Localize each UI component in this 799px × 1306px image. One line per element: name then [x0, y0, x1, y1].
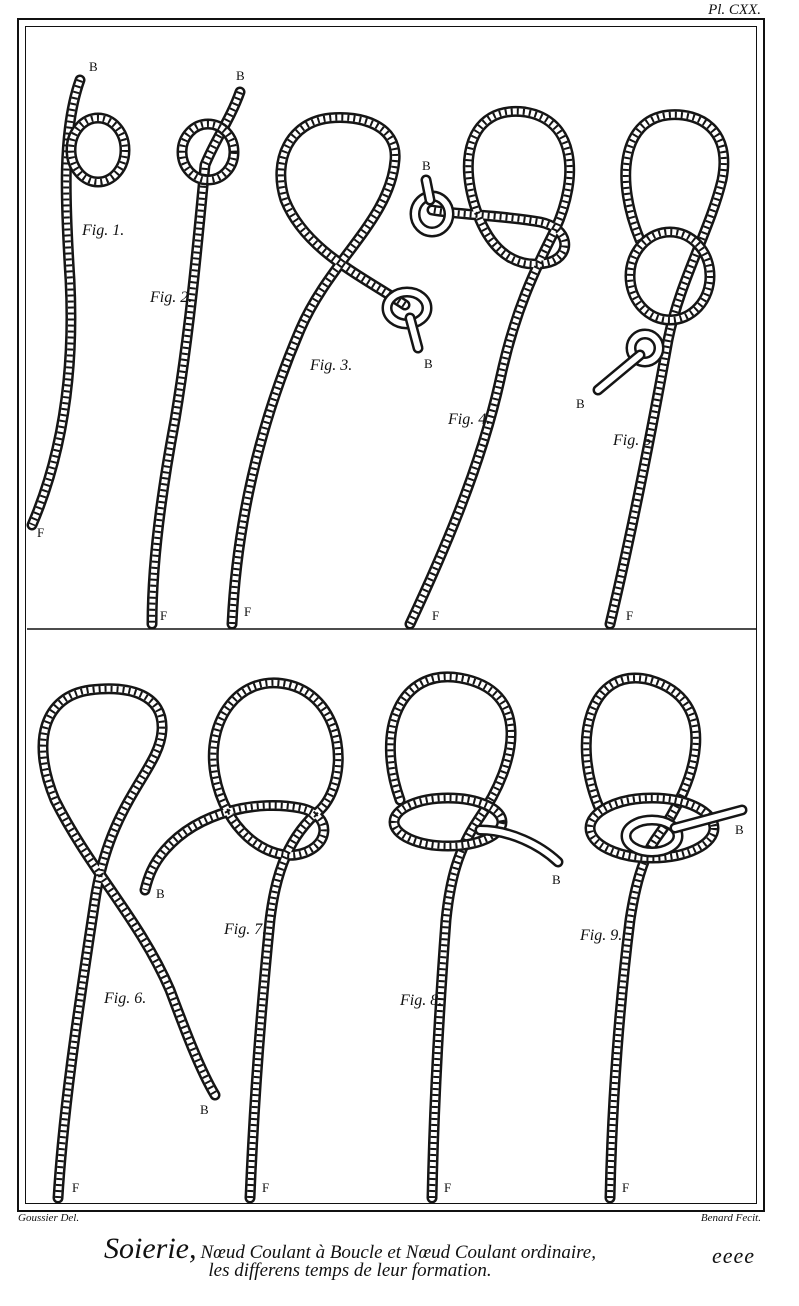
credit-draftsman: Goussier Del. — [18, 1212, 79, 1224]
fig-4-label: Fig. 4. — [447, 411, 490, 428]
fig-8-end-f: F — [444, 1180, 451, 1195]
fig-6-end-b: B — [200, 1102, 209, 1117]
fig-9-end-b: B — [735, 822, 744, 837]
figure-8: B F Fig. 8. — [390, 677, 561, 1198]
rope-fig-2 — [152, 92, 240, 624]
rope-fig-4 — [410, 111, 570, 624]
fig-2-end-f: F — [160, 608, 167, 623]
rope-fig-8 — [390, 677, 558, 1198]
fig-2-end-b: B — [236, 68, 245, 83]
fig-4-end-b: B — [422, 158, 431, 173]
fig-4-end-f: F — [432, 608, 439, 623]
fig-7-end-b: B — [156, 886, 165, 901]
fig-7-label: Fig. 7. — [223, 921, 266, 938]
rope-fig-1 — [32, 80, 125, 525]
figure-2: B F Fig. 2. — [149, 68, 245, 624]
fig-9-label: Fig. 9. — [579, 927, 622, 944]
plate-caption: Soierie, Nœud Coulant à Boucle et Nœud C… — [0, 1232, 700, 1282]
fig-6-end-f: F — [72, 1180, 79, 1195]
fig-3-label: Fig. 3. — [309, 357, 352, 374]
fig-7-end-f: F — [262, 1180, 269, 1195]
fig-8-label: Fig. 8. — [399, 992, 442, 1009]
caption-title: Soierie, — [104, 1232, 196, 1265]
fig-3-end-f: F — [244, 604, 251, 619]
rope-fig-7 — [145, 683, 338, 1198]
figure-6: B F Fig. 6. — [43, 689, 215, 1198]
fig-9-end-f: F — [622, 1180, 629, 1195]
fig-6-label: Fig. 6. — [103, 990, 146, 1007]
credit-engraver: Benard Fecit. — [701, 1212, 761, 1224]
rope-fig-6 — [43, 689, 215, 1198]
figure-7: B F Fig. 7. — [145, 683, 338, 1198]
figure-4: B F Fig. 4. — [410, 111, 570, 624]
fig-3-end-b: B — [424, 356, 433, 371]
figure-9: B F Fig. 9. — [579, 678, 744, 1198]
fig-5-end-b: B — [576, 396, 585, 411]
figure-5: B F Fig. 5. — [576, 115, 724, 624]
rope-fig-5 — [598, 115, 724, 624]
figure-1: B F Fig. 1. — [32, 59, 125, 540]
fig-5-end-f: F — [626, 608, 633, 623]
signature-mark: eeee — [712, 1243, 755, 1269]
fig-5-label: Fig. 5. — [612, 432, 655, 449]
fig-1-end-f: F — [37, 525, 44, 540]
fig-8-end-b: B — [552, 872, 561, 887]
fig-2-label: Fig. 2. — [149, 289, 192, 306]
fig-1-label: Fig. 1. — [81, 222, 124, 239]
fig-1-end-b: B — [89, 59, 98, 74]
figure-3: B F Fig. 3. — [232, 117, 433, 624]
